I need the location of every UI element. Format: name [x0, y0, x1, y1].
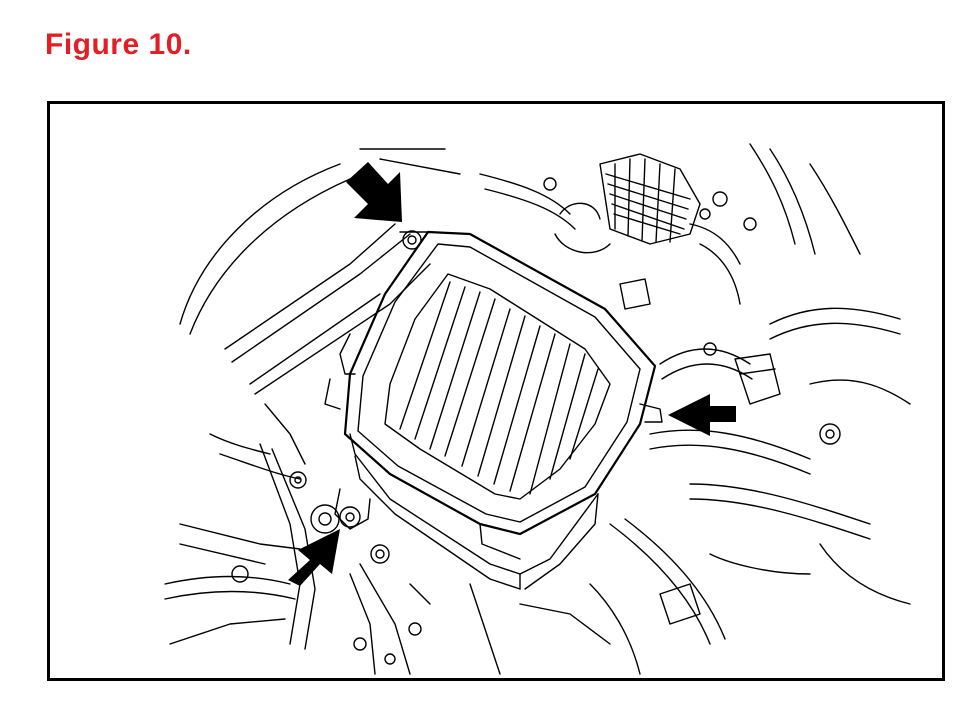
arrow-bottom-mounting-point-icon — [288, 529, 340, 586]
hoses-and-harness — [469, 217, 911, 675]
fender-panel-lines — [179, 148, 461, 480]
arrow-right-clip-icon — [668, 394, 736, 436]
air-filter-housing-illustration — [164, 143, 911, 675]
engine-components — [479, 143, 861, 310]
air-filter-housing — [324, 230, 663, 590]
figure-frame — [47, 101, 945, 681]
arrow-top-mounting-point-icon — [346, 162, 402, 222]
figure-caption: Figure 10. — [45, 28, 192, 61]
